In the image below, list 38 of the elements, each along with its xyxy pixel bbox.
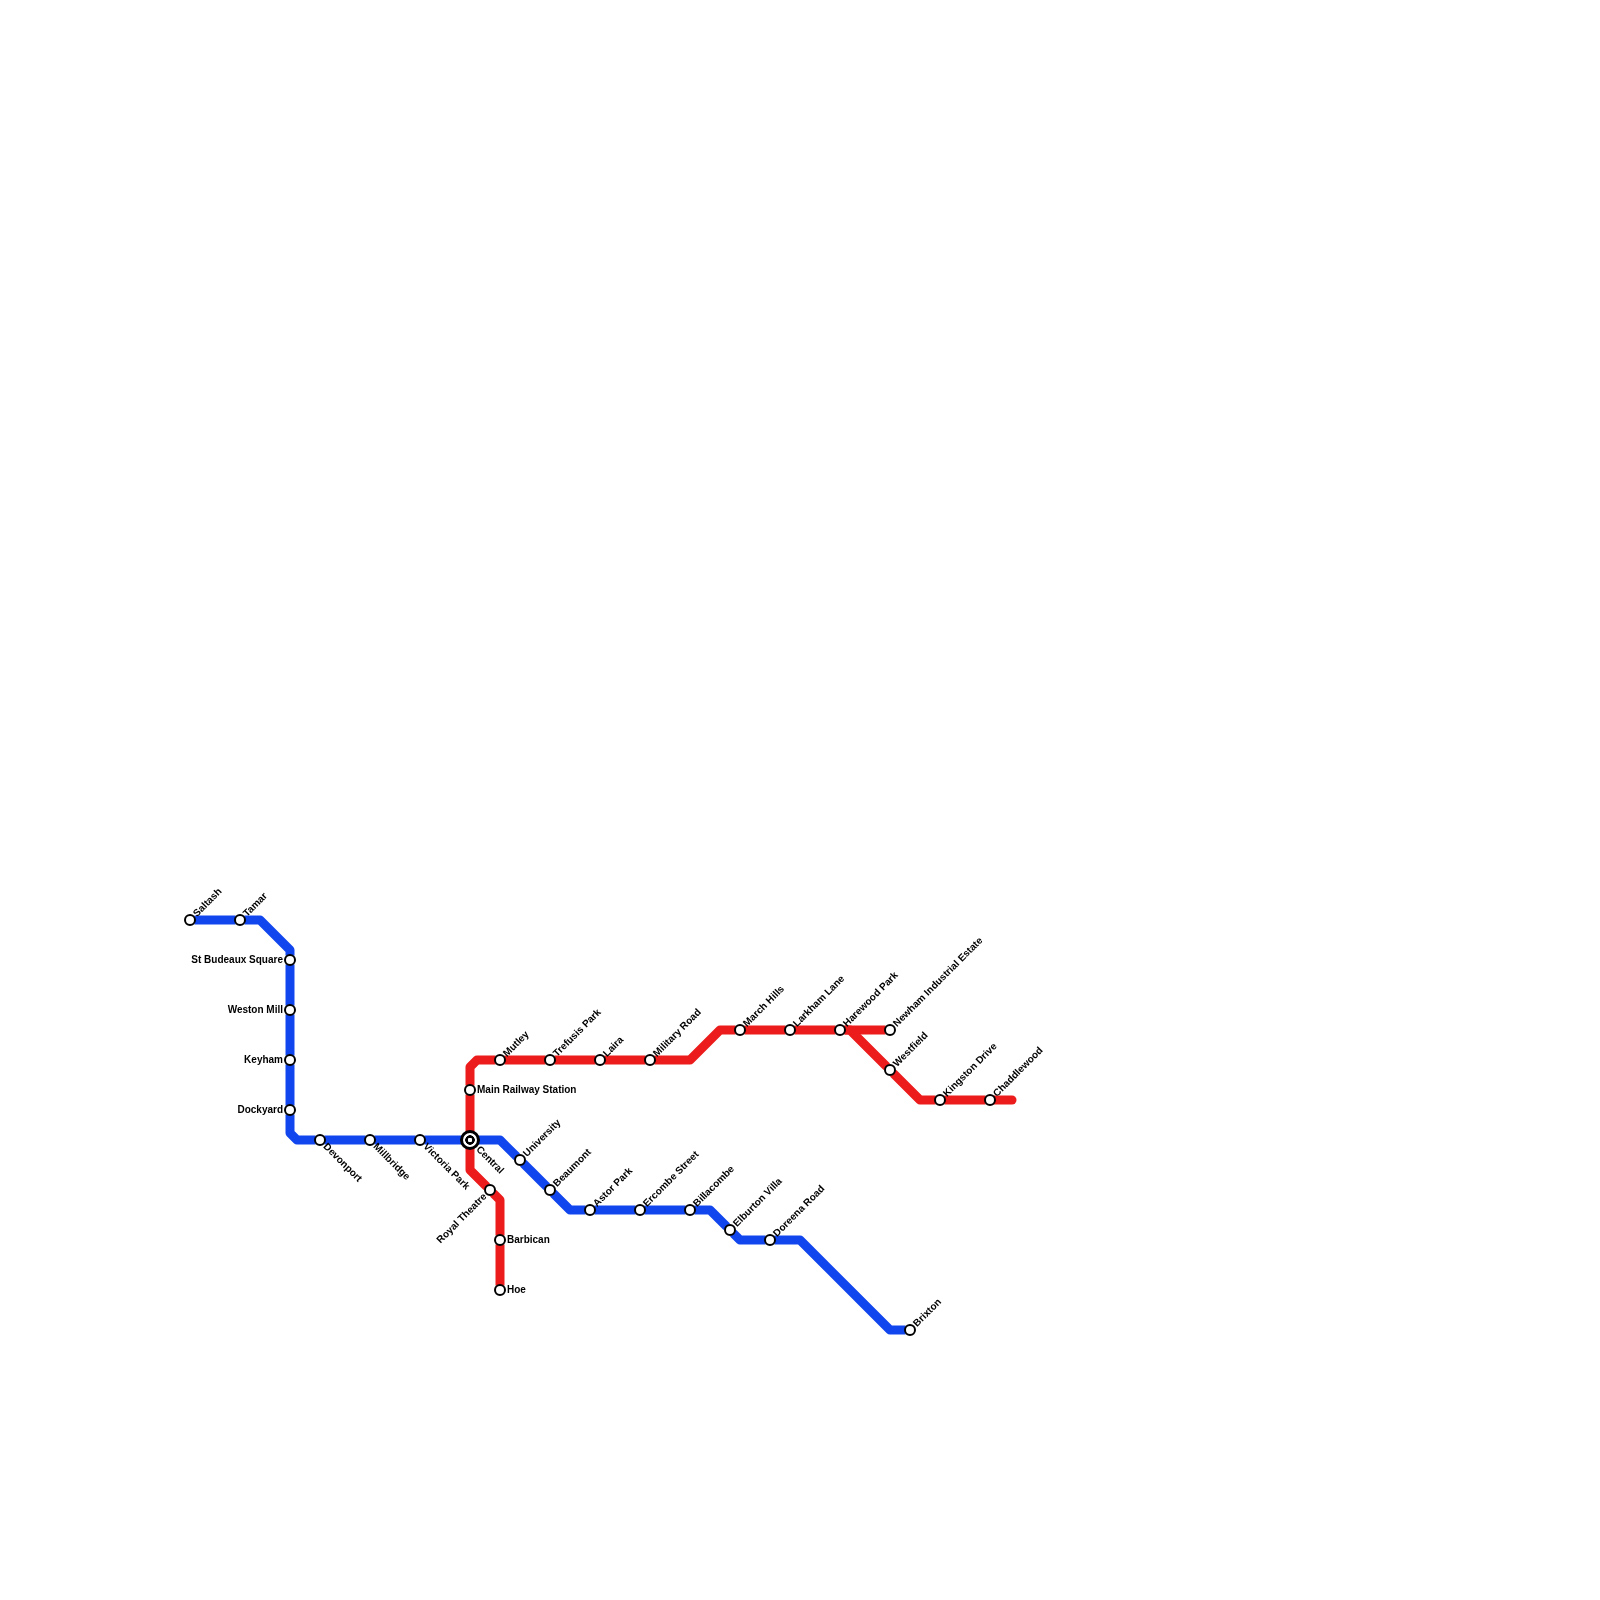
rail-line (890, 1070, 936, 1105)
rail-line (465, 1148, 490, 1190)
rail-line (194, 915, 236, 925)
rail-line (478, 1135, 520, 1160)
rail-line (844, 1025, 890, 1070)
station-name: Dockyard (237, 1104, 283, 1116)
rail-line (285, 1014, 295, 1056)
rail-line (244, 915, 295, 956)
rail-line (944, 1095, 986, 1105)
rail-line (424, 1135, 462, 1145)
rail-line (594, 1205, 636, 1215)
station-name: Main Railway Station (477, 1084, 577, 1096)
rail-line (730, 1230, 766, 1245)
rail-line (374, 1135, 416, 1145)
rail-line (550, 1190, 586, 1215)
rail-line (465, 1055, 496, 1086)
rail-line (644, 1205, 686, 1215)
rail-line (654, 1025, 736, 1065)
rail-line (504, 1055, 546, 1065)
rail-line (495, 1244, 505, 1286)
rail-line (794, 1025, 836, 1035)
rail-line (694, 1205, 730, 1230)
rail-line (324, 1135, 366, 1145)
rail-line (285, 1114, 316, 1145)
rail-line (744, 1025, 786, 1035)
rail-line (285, 964, 295, 1006)
rail-line (604, 1055, 646, 1065)
rail-line (285, 1064, 295, 1106)
station-name: Weston Mill (227, 1004, 283, 1016)
station-name: St Budeaux Square (191, 954, 283, 966)
rail-line (554, 1055, 596, 1065)
rail-line (465, 1094, 475, 1132)
rail-line (774, 1235, 906, 1335)
rail-line (520, 1160, 550, 1190)
station-name: Keyham (244, 1054, 283, 1066)
station-name: Barbican (507, 1234, 550, 1246)
rail-line (490, 1190, 505, 1236)
station-name: Hoe (507, 1284, 526, 1296)
